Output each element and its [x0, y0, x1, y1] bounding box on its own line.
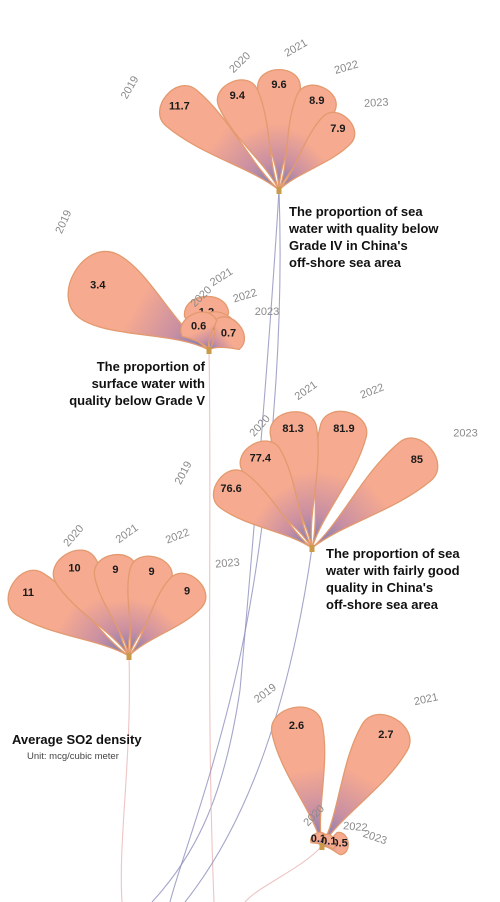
year-label: 2021	[413, 691, 439, 708]
petal-value-label: 0.1	[311, 833, 326, 845]
year-label: 2021	[114, 522, 141, 546]
year-label: 2023	[215, 557, 240, 571]
petal-shape	[271, 706, 326, 847]
petal-2020	[310, 831, 327, 847]
year-label: 2019	[173, 459, 195, 486]
petal-2020	[180, 311, 218, 351]
petal-2019	[271, 706, 326, 847]
petal-2021	[321, 713, 411, 847]
year-label: 2019	[252, 681, 279, 705]
petal-value-label: 9	[184, 585, 190, 597]
flower-chart-4: 112019102020920219202292023	[7, 522, 240, 660]
year-label: 2022	[343, 820, 368, 834]
year-label: 2021	[282, 37, 309, 60]
year-label: 2023	[255, 306, 279, 318]
flower-base	[206, 347, 212, 354]
petal-shape	[310, 831, 327, 847]
petal-value-label: 11.7	[169, 100, 190, 112]
petal-shape	[67, 250, 210, 351]
stems-layer	[120, 189, 323, 902]
petal-value-label: 2.6	[289, 720, 304, 732]
year-label: 2021	[208, 266, 235, 289]
petal-shape	[213, 469, 313, 549]
year-label: 2020	[61, 523, 86, 549]
year-label: 2021	[293, 379, 320, 403]
year-label: 2020	[227, 50, 253, 76]
year-label: 2020	[247, 413, 272, 439]
petal-2023	[128, 572, 207, 657]
petal-value-label: 11	[22, 587, 34, 599]
flower-base	[126, 653, 132, 660]
petal-2023	[208, 316, 246, 351]
stem-line	[184, 547, 313, 902]
petal-value-label: 77.4	[250, 452, 272, 464]
petal-2022	[321, 833, 337, 850]
petal-shape	[321, 833, 337, 850]
year-label: 2019	[119, 74, 142, 101]
petal-value-label: 7.9	[330, 123, 345, 135]
petal-2019	[159, 85, 280, 191]
petal-value-label: 8.9	[309, 95, 324, 107]
petal-value-label: 85	[411, 454, 423, 466]
petal-value-label: 9	[112, 564, 118, 576]
petal-shape	[128, 572, 207, 657]
year-label: 2022	[164, 527, 191, 547]
petal-value-label: 9.6	[271, 79, 286, 91]
petal-value-label: 0.5	[332, 837, 347, 849]
petal-value-label: 0.6	[191, 321, 206, 333]
petal-shape	[159, 85, 280, 191]
petal-value-label: 81.9	[333, 423, 354, 435]
stem-line	[208, 349, 215, 902]
year-label: 2022	[359, 382, 386, 402]
petal-value-label: 9	[148, 566, 154, 578]
chart-unit: Unit: mcg/cubic meter	[27, 751, 119, 762]
petal-value-label: 0.7	[221, 328, 236, 340]
year-label: 2023	[453, 428, 477, 440]
petal-2019	[67, 250, 210, 351]
petal-shape	[321, 713, 411, 847]
year-label: 2023	[364, 96, 389, 110]
petal-2023	[278, 111, 356, 191]
petal-value-label: 2.7	[378, 729, 393, 741]
flower-base	[309, 545, 315, 552]
petal-value-label: 0.1	[321, 836, 336, 848]
stem-line	[120, 655, 130, 902]
petal-2020	[216, 79, 280, 191]
petal-value-label: 81.3	[282, 423, 303, 435]
petal-shape	[311, 437, 439, 549]
petal-shape	[208, 316, 246, 351]
stem-line	[151, 189, 280, 902]
flower-base	[319, 843, 325, 850]
petal-value-label: 76.6	[220, 483, 241, 495]
year-label: 2019	[53, 208, 74, 235]
year-label: 2022	[333, 59, 360, 77]
year-label: 2022	[232, 287, 259, 306]
flower-chart-1: 11.7 2019 9.6 2021 9.4 2020 8.9 2022 7.9 2023	[119, 37, 389, 194]
petal-shape	[180, 311, 218, 351]
flower-chart-3: 85 2023 81.9 2022 81.3 2021 77.4 2020 76.6 2019	[173, 379, 478, 552]
petal-2019	[213, 469, 313, 549]
petal-value-label: 10	[68, 563, 80, 575]
flower-base	[276, 187, 282, 194]
chart-title: Average SO2 density	[12, 732, 142, 747]
petal-shape	[278, 111, 356, 191]
stem-line	[244, 845, 323, 902]
petal-shape	[216, 79, 280, 191]
petal-2023	[311, 437, 439, 549]
petal-value-label: 3.4	[90, 280, 106, 292]
petal-value-label: 9.4	[230, 90, 246, 102]
stem-line	[169, 189, 281, 902]
